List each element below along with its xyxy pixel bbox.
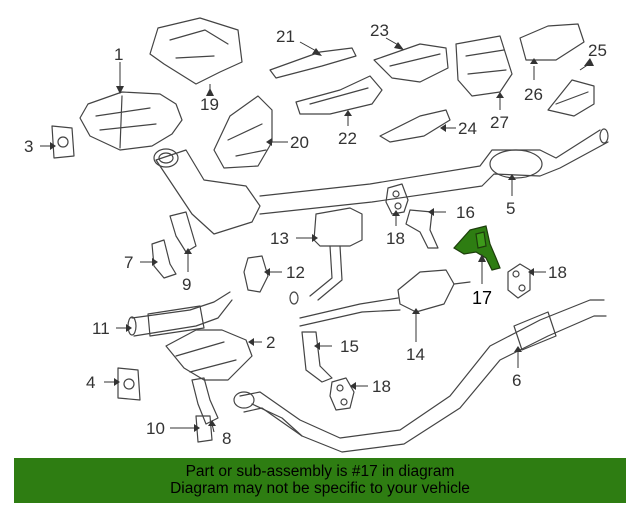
part-18-hanger-top xyxy=(385,183,409,215)
info-banner: Part or sub-assembly is #17 in diagram D… xyxy=(14,458,626,503)
banner-line-disclaimer: Diagram may not be specific to your vehi… xyxy=(170,480,470,497)
callout-8: 8 xyxy=(222,429,231,448)
callout-17: 17 xyxy=(472,288,492,308)
callout-5: 5 xyxy=(506,199,515,218)
callout-21: 21 xyxy=(276,27,295,46)
part-10-bracket xyxy=(195,415,213,443)
callout-27: 27 xyxy=(490,113,509,132)
callout-6: 6 xyxy=(512,371,521,390)
part-1-manifold-shield xyxy=(79,91,183,151)
callout-26: 26 xyxy=(524,85,543,104)
callout-14: 14 xyxy=(406,345,425,364)
callout-15: 15 xyxy=(340,337,359,356)
callout-10: 10 xyxy=(146,419,165,438)
callout-18-top: 18 xyxy=(386,229,405,248)
part-27-heat-shield xyxy=(455,35,513,97)
callout-19: 19 xyxy=(200,95,219,114)
leader-lines xyxy=(40,37,593,433)
exhaust-parts-diagram: 1 19 3 20 21 22 23 24 27 26 25 5 13 18 1… xyxy=(24,17,609,453)
part-8-bracket xyxy=(191,377,219,425)
part-12-bracket xyxy=(243,255,269,293)
callout-13: 13 xyxy=(270,229,289,248)
part-20-heat-shield xyxy=(213,95,273,169)
banner-line-part: Part or sub-assembly is #17 in diagram xyxy=(185,463,455,480)
part-18-hanger-bottom xyxy=(329,377,355,411)
part-7-bracket xyxy=(151,239,177,279)
callout-18-right: 18 xyxy=(548,263,567,282)
part-5-center-pipe xyxy=(259,129,601,197)
part-4-gasket xyxy=(117,367,141,401)
callout-1: 1 xyxy=(114,45,123,64)
part-17-highlighted-bracket xyxy=(453,225,501,271)
callout-25: 25 xyxy=(588,41,607,60)
callout-16: 16 xyxy=(456,203,475,222)
part-25-heat-shield xyxy=(547,79,595,117)
callout-7: 7 xyxy=(124,253,133,272)
callout-23: 23 xyxy=(370,21,389,40)
leader-arrowheads xyxy=(50,42,594,432)
callout-4: 4 xyxy=(86,373,95,392)
callout-18-bottom: 18 xyxy=(372,377,391,396)
part-11-front-pipe xyxy=(131,291,233,337)
callout-9: 9 xyxy=(182,275,191,294)
part-3-gasket xyxy=(51,125,75,159)
part-13-muffler xyxy=(313,207,363,247)
callout-3: 3 xyxy=(24,137,33,156)
part-converter-front xyxy=(155,149,261,235)
part-14-rear-muffler xyxy=(397,269,455,313)
part-6-rear-pipe xyxy=(239,299,605,439)
part-26-heat-shield xyxy=(519,23,585,61)
part-15-bracket xyxy=(301,331,333,383)
part-9-bracket xyxy=(169,211,197,253)
part-19-heat-shield xyxy=(149,17,243,85)
part-23-heat-shield xyxy=(373,43,449,83)
callout-11: 11 xyxy=(92,319,110,338)
part-24-heat-shield xyxy=(379,109,451,143)
callout-2: 2 xyxy=(266,333,275,352)
part-18-hanger-right xyxy=(507,263,531,299)
callout-20: 20 xyxy=(290,133,309,152)
callout-24: 24 xyxy=(458,119,477,138)
part-16-bracket xyxy=(405,209,439,249)
part-22-heat-shield xyxy=(295,75,383,115)
callout-22: 22 xyxy=(338,129,357,148)
callout-12: 12 xyxy=(286,263,305,282)
part-21-heat-shield xyxy=(269,47,357,79)
